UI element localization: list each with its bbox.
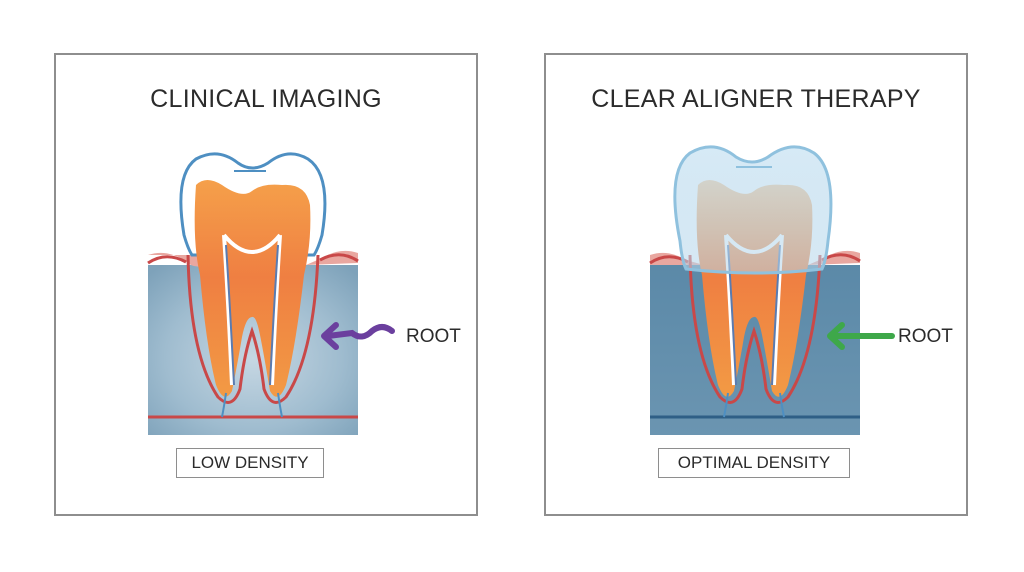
root-tips — [221, 392, 283, 418]
pulp-canal — [222, 233, 282, 386]
tooth-diagram-optimal-density — [649, 145, 895, 435]
density-label: LOW DENSITY — [176, 448, 324, 478]
aligner-shell — [673, 145, 833, 275]
panel-title: CLEAR ALIGNER THERAPY — [591, 85, 921, 113]
tooth-diagram-low-density — [147, 152, 395, 435]
root-tips — [723, 392, 785, 418]
density-label: OPTIMAL DENSITY — [658, 448, 850, 478]
root-label: ROOT — [898, 326, 953, 347]
root-arrow — [325, 324, 395, 340]
root-outline — [688, 254, 822, 404]
clinical-imaging-panel: CLINICAL IMAGING ROOT LOW DENSITY — [54, 53, 478, 516]
clear-aligner-therapy-panel: CLEAR ALIGNER THERAPY ROOT OPTIMAL DENSI… — [544, 53, 968, 516]
root-outline — [186, 254, 320, 404]
root-label: ROOT — [406, 326, 461, 347]
tooth-body — [194, 180, 311, 397]
panel-title: CLINICAL IMAGING — [150, 85, 382, 113]
